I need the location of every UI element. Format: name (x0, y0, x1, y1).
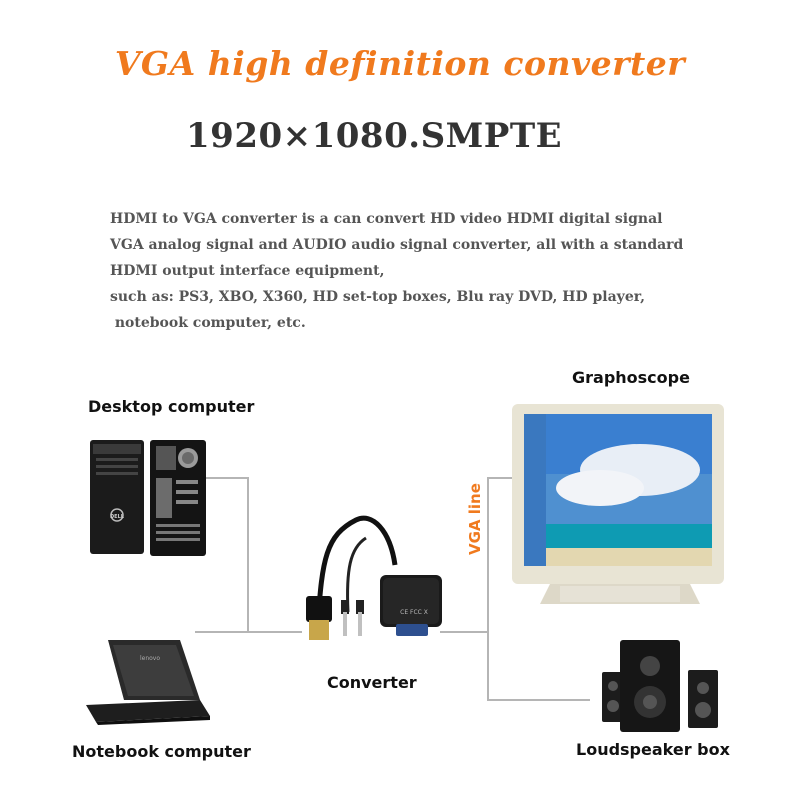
notebook-computer-label: Notebook computer (72, 742, 251, 761)
resolution-subtitle: 1920×1080.SMPTE (186, 116, 563, 156)
vga-line-label: VGA line (466, 483, 484, 555)
notebook-computer-image: lenovo (86, 640, 210, 725)
page-title: VGA high definition converter (114, 44, 686, 83)
description-block: HDMI to VGA converter is a can convert H… (110, 206, 750, 336)
connection-wires (195, 477, 590, 701)
converter-cert-badge: CE FCC X (400, 609, 428, 616)
converter-image: CE FCC X (306, 515, 442, 640)
description-line: notebook computer, etc. (110, 315, 306, 331)
speaker-label: Loudspeaker box (576, 740, 730, 759)
description-line: HDMI output interface equipment, (110, 263, 385, 279)
desktop-computer-image: DELL (90, 440, 206, 556)
converter-label: Converter (327, 673, 417, 692)
laptop-brand-logo: lenovo (140, 655, 160, 662)
desktop-computer-label: Desktop computer (88, 397, 255, 416)
speaker-image (602, 640, 718, 732)
monitor-image (512, 404, 724, 604)
description-line: VGA analog signal and AUDIO audio signal… (110, 237, 684, 253)
graphoscope-label: Graphoscope (572, 368, 690, 387)
description-line: such as: PS3, XBO, X360, HD set-top boxe… (110, 289, 645, 305)
description-line: HDMI to VGA converter is a can convert H… (110, 211, 663, 227)
pc-brand-logo: DELL (110, 514, 125, 520)
